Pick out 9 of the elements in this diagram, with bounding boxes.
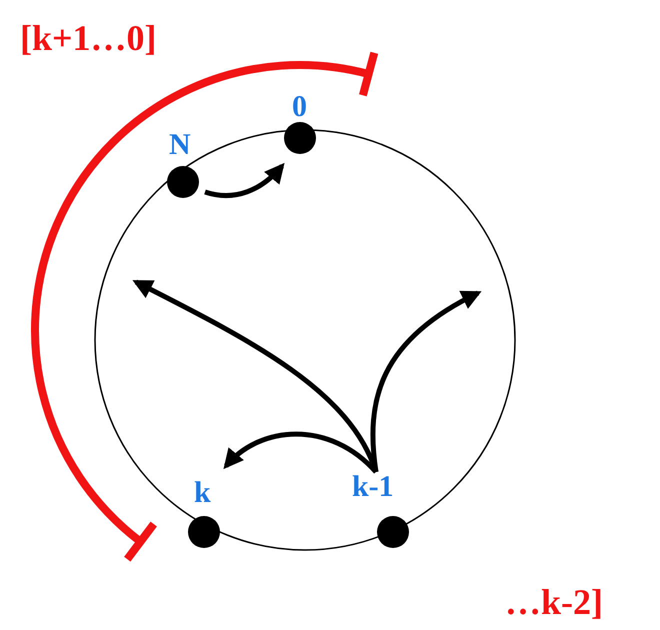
range-label: …k-2] bbox=[505, 582, 603, 622]
node-label: k bbox=[194, 478, 211, 508]
arrow bbox=[223, 432, 378, 474]
node-label: k-1 bbox=[352, 472, 394, 502]
range-label: [k+1…0] bbox=[20, 18, 157, 58]
arrow bbox=[370, 290, 482, 472]
node-label: N bbox=[169, 130, 191, 160]
arrow bbox=[204, 163, 285, 198]
node-label: 0 bbox=[292, 92, 307, 122]
